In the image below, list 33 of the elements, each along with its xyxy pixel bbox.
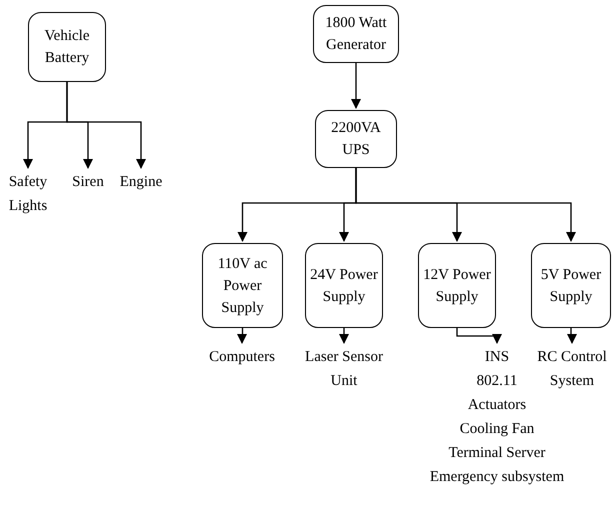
box-label: Vehicle Battery <box>44 27 90 68</box>
box-label: 1800 Watt Generator <box>324 14 388 55</box>
box-label: 2200VA UPS <box>330 119 382 160</box>
output-label: 802.11 <box>476 372 518 391</box>
arrow <box>66 82 146 169</box>
box-label: 5V Power Supply <box>540 266 602 306</box>
process-box <box>202 243 283 328</box>
output-label: Actuators <box>468 396 526 415</box>
output-label: Emergency subsystem <box>430 468 564 487</box>
output-label: Computers <box>209 348 275 367</box>
output-label: Safety Lights <box>8 173 48 216</box>
output-label: Siren <box>72 173 104 192</box>
output-label: RC Control System <box>536 348 608 391</box>
process-box <box>313 5 399 63</box>
process-box <box>28 12 106 82</box>
output-label: Terminal Server <box>448 444 546 463</box>
arrow <box>456 328 502 344</box>
arrow <box>567 328 577 344</box>
output-label: Cooling Fan <box>460 420 534 439</box>
process-box <box>305 243 383 328</box>
arrow <box>339 328 349 344</box>
box-label: 110V ac Power Supply <box>216 254 268 318</box>
box-label: 12V Power Supply <box>422 266 492 306</box>
process-box <box>315 110 397 168</box>
output-label: INS <box>484 348 510 367</box>
output-label: Laser Sensor Unit <box>304 348 384 391</box>
box-label: 24V Power Supply <box>309 266 379 306</box>
arrow <box>355 168 576 242</box>
process-box <box>531 243 611 328</box>
process-box <box>418 243 496 328</box>
output-label: Engine <box>120 173 162 192</box>
arrow <box>237 328 247 344</box>
arrow <box>351 63 361 109</box>
